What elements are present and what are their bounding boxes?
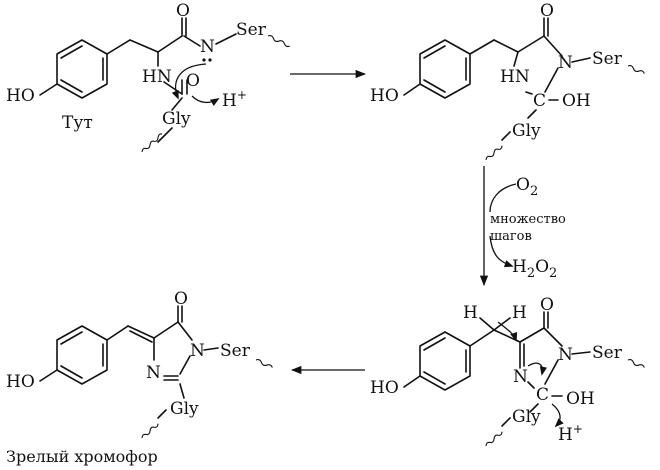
ser-label-4: Ser bbox=[592, 343, 623, 363]
hydroxyl-label-4: HO bbox=[370, 378, 399, 398]
structure-mature-chromophore: HO O N Ser N Gly bbox=[6, 289, 273, 439]
tyrosine-phenol-ring bbox=[39, 39, 108, 99]
imidazolinone-ring-3 bbox=[153, 305, 193, 381]
mature-chromophore-caption: Зрелый хромофор bbox=[6, 447, 158, 466]
ring-nitrogen-label-4: N bbox=[558, 345, 573, 365]
ser-label-2: Ser bbox=[592, 49, 623, 69]
structure-cyclized-intermediate: HO O N Ser HN C OH Gly bbox=[370, 1, 645, 161]
hydroxyl-on-carbon-label-2: OH bbox=[562, 91, 591, 111]
amide-nitrogen-label: N bbox=[200, 37, 215, 57]
proton-label-2: H+ bbox=[558, 422, 583, 445]
ser-label: Ser bbox=[236, 20, 267, 40]
carbonyl-oxygen-label-2: O bbox=[540, 1, 554, 21]
hydroxyl-label: HO bbox=[6, 86, 35, 106]
gly-label-3: Gly bbox=[170, 399, 199, 419]
nucleophilic-attack-arrow bbox=[171, 63, 207, 100]
many-steps-label-line2: шагов bbox=[490, 229, 532, 244]
hydrogen-label-b: H bbox=[512, 303, 527, 323]
gly-label-4: Gly bbox=[512, 407, 541, 427]
imine-nitrogen-label-3: N bbox=[146, 363, 161, 383]
carbonyl-oxygen-label: O bbox=[176, 1, 190, 21]
many-steps-label-line1: множество bbox=[490, 212, 566, 227]
proton-label-1: H+ bbox=[222, 88, 247, 111]
ring-nitrogen-label-3: N bbox=[190, 341, 205, 361]
gly-carbonyl-oxygen-label: O bbox=[186, 71, 200, 91]
imidazolinone-ring-4 bbox=[519, 311, 563, 389]
gly-label: Gly bbox=[162, 109, 191, 129]
backbone-bonds bbox=[106, 17, 237, 111]
oxygen-reagent-label: O2 bbox=[516, 175, 538, 199]
tyrosine-phenol-ring-3 bbox=[39, 325, 108, 385]
amine-label: HN bbox=[142, 67, 172, 87]
gly-label-2: Gly bbox=[512, 121, 541, 141]
tyrosine-label: Тут bbox=[62, 113, 93, 133]
ring-carbon-label-4: C bbox=[536, 385, 549, 405]
hydroxyl-on-carbon-label-4: OH bbox=[566, 389, 595, 409]
ser-label-3: Ser bbox=[220, 341, 251, 361]
carbonyl-oxygen-label-3: O bbox=[174, 289, 188, 309]
structure-dehydration-intermediate: HO H H O N Ser N C OH Gly H+ bbox=[370, 295, 645, 447]
oxidation-step: O2 множество шагов H2O2 bbox=[479, 166, 566, 287]
tyrosine-phenol-ring-4 bbox=[403, 331, 471, 391]
amine-label-2: HN bbox=[500, 67, 530, 87]
hydroxyl-label-3: HO bbox=[6, 372, 35, 392]
hydrogen-peroxide-label: H2O2 bbox=[512, 257, 557, 281]
carbonyl-oxygen-label-4: O bbox=[540, 295, 554, 315]
tyrosine-phenol-ring-2 bbox=[403, 39, 471, 99]
structure-precursor: HO Тут O N Ser HN O Gly H+ bbox=[6, 1, 290, 153]
ring-carbon-label-2: C bbox=[533, 91, 546, 111]
proton-loss-arrow bbox=[191, 95, 220, 106]
hydrogen-label-a: H bbox=[463, 303, 478, 323]
imidazolinone-ring-2 bbox=[513, 17, 563, 95]
imine-nitrogen-label-4: N bbox=[513, 367, 528, 387]
hydroxyl-label-2: HO bbox=[370, 86, 399, 106]
ring-nitrogen-label-2: N bbox=[558, 53, 573, 73]
